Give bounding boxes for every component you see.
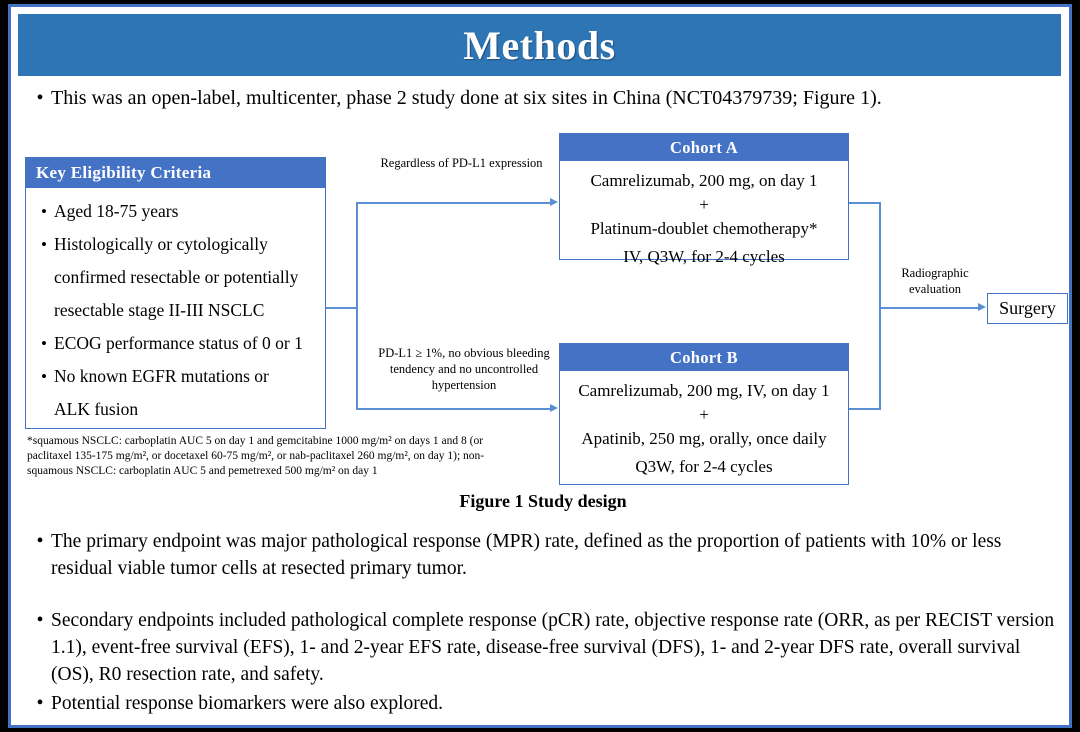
- arrow-head-cohort-a: [550, 197, 558, 206]
- surgery-box: Surgery: [987, 293, 1068, 324]
- figure-caption: Figure 1 Study design: [459, 491, 627, 511]
- list-item-continuation: resectable stage II-III NSCLC: [34, 295, 319, 326]
- eligibility-item-text: Aged 18-75 years: [54, 201, 179, 221]
- footnote-line: *squamous NSCLC: carboplatin AUC 5 on da…: [27, 435, 484, 447]
- bullet-secondary-endpoints-text: Secondary endpoints included pathologica…: [51, 610, 1055, 685]
- list-item-continuation: ALK fusion: [34, 394, 319, 425]
- eligibility-header: Key Eligibility Criteria: [26, 158, 325, 188]
- arrow-head-cohort-b: [550, 403, 558, 412]
- list-item: • Histologically or cytologically: [34, 229, 319, 260]
- bullet-marker: •: [36, 609, 44, 631]
- connector-merge-trunk: [879, 202, 881, 409]
- chemotherapy-footnote: *squamous NSCLC: carboplatin AUC 5 on da…: [27, 434, 552, 479]
- eligibility-item-text: confirmed resectable or potentially: [54, 267, 299, 287]
- footnote-line: squamous NSCLC: carboplatin AUC 5 and pe…: [27, 465, 378, 477]
- arrow-head-surgery: [978, 302, 986, 311]
- bullet-marker: •: [41, 235, 47, 254]
- footnote-line: paclitaxel 135-175 mg/m², or docetaxel 6…: [27, 450, 485, 462]
- list-item: • ECOG performance status of 0 or 1: [34, 328, 319, 359]
- bullet-marker: •: [36, 692, 44, 714]
- connector-to-cohort-b: [356, 408, 552, 410]
- bullet-marker: •: [41, 334, 47, 353]
- cohort-a-body: Camrelizumab, 200 mg, on day 1 + Platinu…: [560, 161, 848, 271]
- cohort-a-line: Platinum-doublet chemotherapy*: [590, 219, 818, 238]
- bullet-intro-text: This was an open-label, multicenter, pha…: [51, 87, 882, 109]
- cohort-b-box: Cohort B Camrelizumab, 200 mg, IV, on da…: [559, 343, 849, 485]
- cohort-a-box: Cohort A Camrelizumab, 200 mg, on day 1 …: [559, 133, 849, 266]
- study-design-figure: Key Eligibility Criteria • Aged 18-75 ye…: [11, 117, 1069, 517]
- list-item-continuation: confirmed resectable or potentially: [34, 262, 319, 293]
- cohort-b-body: Camrelizumab, 200 mg, IV, on day 1 + Apa…: [560, 371, 848, 481]
- label-regardless-pdl1: Regardless of PD-L1 expression: [380, 156, 543, 170]
- cohort-b-header: Cohort B: [560, 344, 848, 371]
- bullet-primary-endpoint-text: The primary endpoint was major pathologi…: [51, 531, 1002, 579]
- eligibility-item-text: Histologically or cytologically: [54, 234, 268, 254]
- surgery-label: Surgery: [999, 298, 1056, 318]
- bullet-marker: •: [36, 87, 44, 109]
- cohort-a-plus: +: [699, 195, 709, 214]
- bullet-intro: • This was an open-label, multicenter, p…: [29, 85, 1054, 112]
- connector-to-surgery: [879, 307, 980, 309]
- bullet-biomarkers-text: Potential response biomarkers were also …: [51, 693, 444, 714]
- label-radiographic-evaluation: Radiographic evaluation: [901, 266, 969, 296]
- eligibility-item-text: No known EGFR mutations or: [54, 366, 269, 386]
- bullet-marker: •: [36, 530, 44, 552]
- eligibility-item-text: resectable stage II-III NSCLC: [54, 300, 265, 320]
- list-item: • Aged 18-75 years: [34, 196, 319, 227]
- cohort-a-line: IV, Q3W, for 2-4 cycles: [623, 247, 785, 266]
- cohort-a-line: Camrelizumab, 200 mg, on day 1: [590, 171, 818, 190]
- cohort-b-plus: +: [699, 405, 709, 424]
- cohort-b-line: Camrelizumab, 200 mg, IV, on day 1: [578, 381, 830, 400]
- bullet-primary-endpoint: • The primary endpoint was major patholo…: [29, 528, 1059, 582]
- bullet-secondary-endpoints: • Secondary endpoints included pathologi…: [29, 607, 1059, 688]
- eligibility-item-text: ECOG performance status of 0 or 1: [54, 333, 303, 353]
- cohort-b-line: Q3W, for 2-4 cycles: [635, 457, 773, 476]
- page-title: Methods: [463, 22, 616, 68]
- eligibility-item-text: ALK fusion: [54, 399, 139, 419]
- connector-from-cohort-a: [849, 202, 881, 204]
- label-pdl1-criteria: PD-L1 ≥ 1%, no obvious bleeding tendency…: [378, 346, 550, 392]
- eligibility-list: • Aged 18-75 years • Histologically or c…: [26, 188, 325, 425]
- bullet-marker: •: [41, 367, 47, 386]
- connector-elig-stub: [326, 307, 357, 309]
- connector-to-cohort-a: [356, 202, 552, 204]
- slide: Methods • This was an open-label, multic…: [8, 4, 1072, 728]
- eligibility-criteria-box: Key Eligibility Criteria • Aged 18-75 ye…: [25, 157, 326, 429]
- list-item: • No known EGFR mutations or: [34, 361, 319, 392]
- connector-from-cohort-b: [849, 408, 881, 410]
- slide-title-bar: Methods: [18, 14, 1061, 76]
- connector-split-trunk: [356, 202, 358, 409]
- bullet-marker: •: [41, 202, 47, 221]
- cohort-b-line: Apatinib, 250 mg, orally, once daily: [581, 429, 827, 448]
- cohort-a-header: Cohort A: [560, 134, 848, 161]
- bullet-biomarkers: • Potential response biomarkers were als…: [29, 690, 1059, 717]
